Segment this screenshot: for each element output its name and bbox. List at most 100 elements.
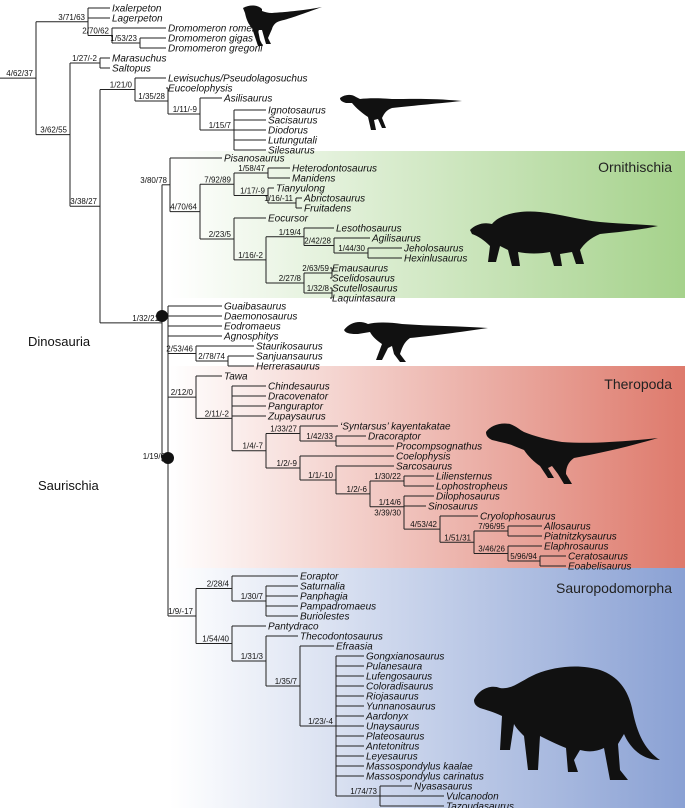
ornithischia-label: Ornithischia: [598, 159, 672, 175]
taxon-label: Coelophysis: [396, 452, 450, 463]
node-support-label: 2/42/28: [304, 237, 331, 246]
node-support-label: 1/17/-9: [240, 187, 265, 196]
taxon-label: Scelidosaurus: [332, 274, 395, 285]
taxon-label: Manidens: [292, 174, 335, 185]
node-support-labels: 1/53/232/70/623/71/631/27/-21/15/71/11/-…: [6, 13, 537, 796]
node-support-label: 3/62/55: [40, 126, 67, 135]
taxon-label: Dromomeron gigas: [168, 34, 253, 45]
node-support-label: 1/16/-11: [264, 194, 293, 203]
taxon-label: Elaphrosaurus: [544, 542, 608, 553]
node-support-label: 2/28/4: [207, 580, 230, 589]
taxon-label: Silesaurus: [268, 146, 315, 157]
node-support-label: 2/27/8: [279, 274, 302, 283]
taxon-label: Marasuchus: [112, 54, 166, 65]
node-support-label: 1/35/7: [275, 677, 298, 686]
taxon-label: Zupaysaurus: [267, 412, 326, 423]
node-support-label: 3/80/78: [140, 176, 167, 185]
taxon-label: Staurikosaurus: [256, 342, 323, 353]
taxon-label: Agnosphitys: [223, 332, 278, 343]
taxon-label: Saltopus: [112, 64, 151, 75]
taxon-label: Eocursor: [268, 214, 309, 225]
node-support-label: 2/11/-2: [205, 409, 230, 418]
node-support-label: 1/11/-9: [173, 105, 198, 114]
taxon-label: Lewisuchus/Pseudolagosuchus: [168, 74, 308, 85]
taxon-label: Eoabelisaurus: [568, 562, 631, 573]
theropoda-label: Theropoda: [604, 376, 672, 392]
taxon-label: Saturnalia: [300, 582, 345, 593]
taxon-label: Chindesaurus: [268, 382, 330, 393]
taxon-label: Procompsognathus: [396, 442, 482, 453]
taxon-label: Lophostropheus: [436, 482, 508, 493]
taxon-label: Liliensternus: [436, 472, 492, 483]
node-support-label: 3/46/26: [478, 545, 505, 554]
node-support-label: 1/9/-17: [168, 607, 193, 616]
node-support-label: 2/53/46: [166, 345, 193, 354]
taxon-label: Vulcanodon: [446, 792, 499, 803]
taxon-label: Piatnitzkysaurus: [544, 532, 617, 543]
taxon-label: Pulanesaura: [366, 662, 423, 673]
node-support-label: 3/71/63: [58, 13, 85, 22]
node-support-label: 1/23/-4: [308, 717, 333, 726]
taxon-label: Lutungutali: [268, 136, 318, 147]
node-support-label: 3/38/27: [70, 197, 97, 206]
herrerasaur-silhouette-icon: [344, 322, 488, 362]
node-support-label: 1/44/30: [338, 244, 365, 253]
taxon-label: Unaysaurus: [366, 722, 419, 733]
taxon-label: Dracoraptor: [368, 432, 421, 443]
node-support-label: 4/53/42: [410, 520, 437, 529]
taxon-label: Eoraptor: [300, 572, 339, 583]
node-support-label: 7/96/95: [478, 522, 505, 531]
taxon-label: Daemonosaurus: [224, 312, 297, 323]
dinosauria-label: Dinosauria: [28, 334, 91, 349]
taxon-label: Eucoelophysis: [168, 84, 232, 95]
node-support-label: 1/21/0: [110, 81, 133, 90]
taxon-label: Hexinlusaurus: [404, 254, 467, 265]
sauropodomorpha-label: Sauropodomorpha: [556, 580, 672, 596]
taxon-label: Pantydraco: [268, 622, 319, 633]
taxon-label: Sarcosaurus: [396, 462, 452, 473]
taxon-label: Lagerpeton: [112, 14, 163, 25]
saurischia-label: Saurischia: [38, 478, 99, 493]
taxon-label: Panguraptor: [268, 402, 324, 413]
taxon-label: Abrictosaurus: [303, 194, 365, 205]
taxon-label: Massospondylus kaalae: [366, 762, 473, 773]
node-support-label: 1/2/-6: [347, 485, 368, 494]
taxon-label: Leyesaurus: [366, 752, 418, 763]
taxon-label: Dromomeron romerii: [168, 24, 260, 35]
node-support-label: 2/12/0: [171, 388, 194, 397]
node-support-label: 1/32/21: [132, 314, 159, 323]
dinosauria-node-dot: [156, 310, 168, 322]
taxon-label: Diodorus: [268, 126, 308, 137]
taxon-label: Sinosaurus: [428, 502, 478, 513]
node-support-label: 2/70/62: [82, 27, 109, 36]
theropoda-panel: [170, 366, 685, 568]
node-support-label: 1/58/47: [238, 164, 265, 173]
node-support-label: 1/2/-9: [277, 459, 298, 468]
taxon-label: Agilisaurus: [371, 234, 421, 245]
taxon-label: Jeholosaurus: [403, 244, 463, 255]
node-support-label: 4/62/37: [6, 69, 33, 78]
taxon-label: Fruitadens: [304, 204, 351, 215]
node-support-label: 1/14/6: [379, 498, 402, 507]
node-support-label: 1/19/4: [279, 228, 302, 237]
node-support-label: 7/92/89: [204, 175, 231, 184]
node-support-label: 4/70/64: [170, 203, 197, 212]
taxon-label: Ignotosaurus: [268, 106, 326, 117]
taxon-label: Nyasasaurus: [414, 782, 472, 793]
node-support-label: 1/30/22: [374, 472, 401, 481]
taxon-label: Tianyulong: [276, 184, 325, 195]
taxon-label: Aardonyx: [365, 712, 409, 723]
taxon-label: Antetonitrus: [365, 742, 419, 753]
taxon-label: Dilophosaurus: [436, 492, 500, 503]
saurischia-node-dot: [162, 452, 174, 464]
node-support-label: 2/78/74: [198, 352, 225, 361]
taxon-label: Tawa: [224, 372, 248, 383]
taxon-label: Thecodontosaurus: [300, 632, 383, 643]
taxon-label: Massospondylus carinatus: [366, 772, 484, 783]
node-support-label: 1/33/27: [270, 425, 297, 434]
taxon-label: Yunnanosaurus: [366, 702, 436, 713]
taxon-label: Ceratosaurus: [568, 552, 628, 563]
taxon-label: Asilisaurus: [223, 94, 272, 105]
taxon-label: Coloradisaurus: [366, 682, 433, 693]
